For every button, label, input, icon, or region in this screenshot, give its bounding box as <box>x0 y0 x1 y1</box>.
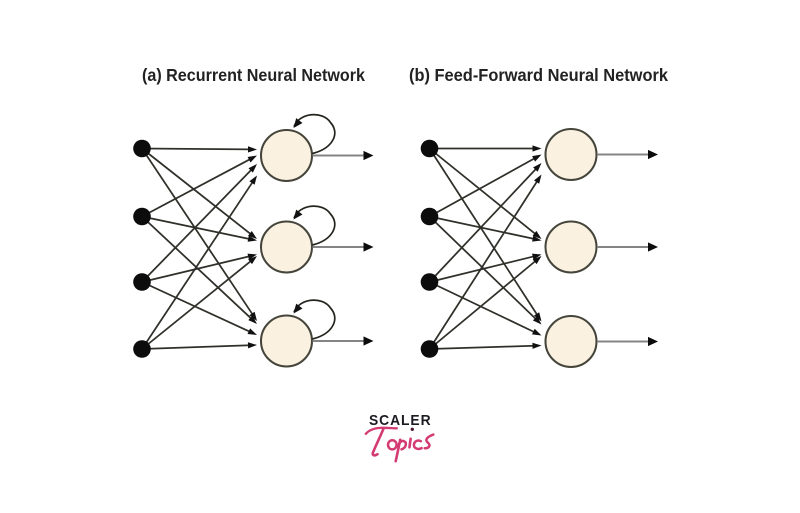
svg-text:SCALER: SCALER <box>369 412 432 429</box>
svg-text:(a) Recurrent Neural Network: (a) Recurrent Neural Network <box>142 65 365 85</box>
svg-text:(b) Feed-Forward Neural Networ: (b) Feed-Forward Neural Network <box>409 65 668 85</box>
